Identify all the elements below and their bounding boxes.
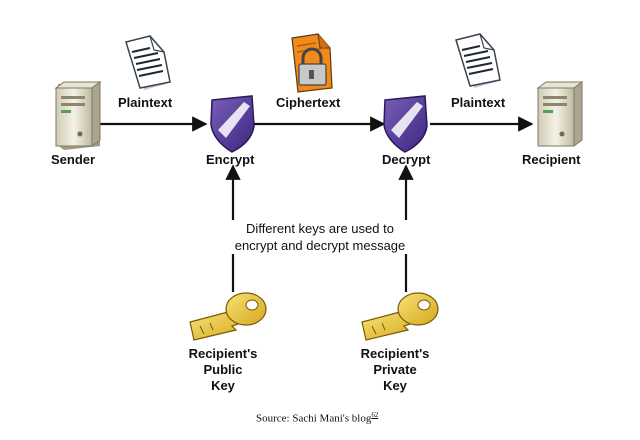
edge-label-plaintext: Plaintext [451,95,506,110]
source-caption: Source: Sachi Mani's blog62 [256,411,378,425]
keys-note-line: Different keys are used to [246,221,394,236]
public-key-label-line: Key [211,378,235,393]
private-key-icon [361,292,439,341]
edge-label-plaintext: Plaintext [118,95,173,110]
public-key-label-line: Public [203,362,243,377]
public-key-icon [189,292,267,341]
node-label-encrypt: Encrypt [206,152,255,167]
edge-label-ciphertext: Ciphertext [276,95,341,110]
public-key-label-line: Recipient's [188,346,258,361]
private-key-label-line: Key [383,378,407,393]
node-label-recipient: Recipient [522,152,581,167]
private-key-label-line: Private [373,362,417,377]
public-key-label: Recipient's Public Key [168,346,278,394]
encrypt-shield-icon [210,95,255,153]
decrypt-shield-icon [383,95,428,153]
sender-server-icon [54,81,102,150]
node-label-decrypt: Decrypt [382,152,431,167]
keys-note: Different keys are used to encrypt and d… [190,220,450,254]
keys-note-line: encrypt and decrypt message [234,238,406,253]
recipient-server-icon [536,81,584,147]
source-reference-link[interactable]: 62 [371,411,379,419]
ciphertext-lock-icon [291,33,333,93]
plaintext-document-icon [125,35,171,90]
private-key-label: Recipient's Private Key [340,346,450,394]
private-key-label-line: Recipient's [360,346,430,361]
plaintext-document-icon [455,33,501,88]
node-label-sender: Sender [51,152,96,167]
source-text: Source: Sachi Mani's blog [256,412,372,425]
